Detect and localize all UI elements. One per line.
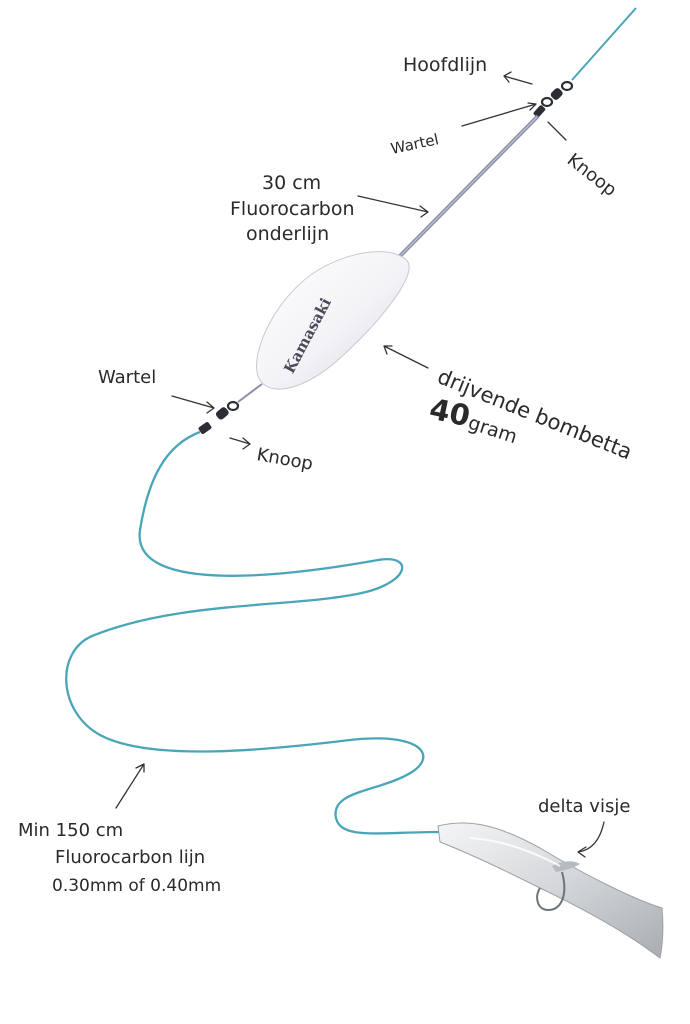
label-lure: delta visje xyxy=(538,796,630,817)
arrow-lure xyxy=(577,821,605,858)
lower-knot-icon xyxy=(198,422,212,434)
label-main-material: Fluorocarbon lijn xyxy=(55,847,205,868)
label-hoofdlijn: Hoofdlijn xyxy=(403,54,487,76)
label-leader-material: Fluorocarbon xyxy=(230,198,355,220)
arrow-hoofdlijn xyxy=(503,71,533,85)
arrow-knoop-mid xyxy=(229,437,251,450)
main-line-top xyxy=(571,7,637,81)
arrow-wartel-mid xyxy=(171,395,215,414)
arrow-main-line xyxy=(115,763,145,809)
label-main-thickness: 0.30mm of 0.40mm xyxy=(52,876,221,896)
label-knoop-top: Knoop xyxy=(563,149,621,200)
top-knot-icon xyxy=(533,105,546,118)
delta-visje-lure xyxy=(437,822,664,959)
arrow-leader xyxy=(357,195,429,218)
arrow-wartel-top xyxy=(461,102,537,127)
top-swivel-icon xyxy=(540,80,574,108)
label-knoop-mid: Knoop xyxy=(255,444,314,475)
label-main-length: Min 150 cm xyxy=(18,820,123,841)
hook-icon xyxy=(536,871,566,912)
label-leader-length: 30 cm xyxy=(262,172,321,194)
label-wartel-mid: Wartel xyxy=(98,367,156,388)
fluorocarbon-main-line xyxy=(65,430,441,835)
label-wartel-top: Wartel xyxy=(389,130,440,158)
bombetta-float: Kamasaki xyxy=(256,251,410,390)
arrow-knoop-top xyxy=(547,121,567,141)
arrow-float xyxy=(383,345,429,369)
label-float-weight: 40 xyxy=(427,392,474,434)
label-leader-name: onderlijn xyxy=(246,223,329,245)
lower-swivel-icon xyxy=(215,400,240,420)
